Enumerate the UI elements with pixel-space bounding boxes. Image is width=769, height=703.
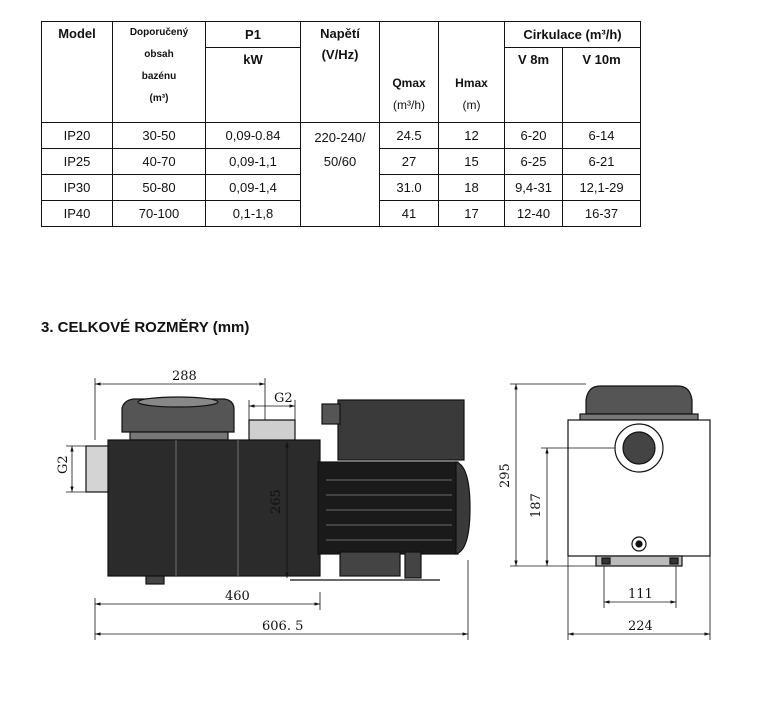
header-hmax: Hmax (m): [438, 21, 505, 123]
dim-g2-outlet: G2: [274, 391, 293, 406]
cell-model: IP20: [41, 122, 113, 149]
cell-v8: 6-20: [504, 122, 563, 149]
table-row: IP25 40-70 0,09-1,1 27 15 6-25 6-21: [41, 148, 641, 175]
header-volume: Doporučený obsah bazénu (m³): [112, 21, 206, 123]
header-circulation: Cirkulace (m³/h): [504, 21, 641, 48]
cell-qmax: 24.5: [379, 122, 439, 149]
header-voltage-label: Napětí: [320, 26, 360, 41]
cell-model: IP40: [41, 200, 113, 227]
header-v10: V 10m: [562, 47, 641, 123]
cell-voltage: 220-240/ 50/60: [300, 122, 380, 227]
header-hmax-label: Hmax: [455, 76, 488, 90]
strainer-lid: [121, 398, 235, 433]
header-qmax-unit: (m³/h): [393, 98, 425, 112]
table-row: IP40 70-100 0,1-1,8 41 17 12-40 16-37: [41, 200, 641, 227]
cell-qmax: 31.0: [379, 174, 439, 201]
cell-volume: 70-100: [112, 200, 206, 227]
spec-table: Model Doporučený obsah bazénu (m³) P1 Na…: [41, 21, 641, 227]
table-row: IP20 30-50 0,09-0.84 220-240/ 50/60 24.5…: [41, 122, 641, 227]
cell-model: IP30: [41, 174, 113, 201]
header-voltage: Napětí (V/Hz): [300, 21, 380, 123]
cell-volume: 40-70: [112, 148, 206, 175]
dim-295: 295: [498, 463, 513, 488]
cell-hmax: 17: [438, 200, 505, 227]
cell-v8: 12-40: [504, 200, 563, 227]
dimension-drawing: 288 G2 G2 265 460 606. 5 295 187 111 224: [56, 369, 711, 640]
dim-111: 111: [628, 587, 653, 602]
cell-v10: 6-21: [562, 148, 641, 175]
header-p1-unit: kW: [205, 47, 301, 123]
cell-hmax: 15: [438, 148, 505, 175]
outlet-pipe: [248, 419, 296, 443]
dim-g2-inlet: G2: [56, 455, 71, 474]
cell-p1: 0,09-1,1: [205, 148, 301, 175]
section-title: 3. CELKOVÉ ROZMĚRY (mm): [41, 319, 250, 336]
table-row: IP30 50-80 0,09-1,4 31.0 18 9,4-31 12,1-…: [41, 174, 641, 201]
dim-187: 187: [529, 493, 544, 518]
motor-foot: [339, 551, 401, 577]
cell-v10: 16-37: [562, 200, 641, 227]
cell-p1: 0,09-1,4: [205, 174, 301, 201]
cell-qmax: 27: [379, 148, 439, 175]
dim-265: 265: [269, 489, 284, 514]
cell-v8: 9,4-31: [504, 174, 563, 201]
cell-v10: 6-14: [562, 122, 641, 149]
motor-housing: [317, 461, 459, 555]
cell-volume: 50-80: [112, 174, 206, 201]
cell-model: IP25: [41, 148, 113, 175]
cell-hmax: 12: [438, 122, 505, 149]
header-p1: P1: [205, 21, 301, 48]
front-base: [595, 555, 683, 567]
dim-606: 606. 5: [262, 619, 303, 634]
header-volume-line: bazénu: [141, 71, 177, 82]
cell-voltage-line: 50/60: [323, 154, 357, 169]
front-view: [567, 385, 711, 567]
header-volume-line: obsah: [144, 49, 174, 60]
header-volume-line: (m³): [149, 93, 169, 104]
inlet-pipe: [85, 445, 109, 493]
drain-plug: [145, 575, 165, 585]
cell-qmax: 41: [379, 200, 439, 227]
header-volume-line: Doporučený: [129, 27, 189, 38]
header-qmax-label: Qmax: [392, 76, 426, 90]
terminal-box: [337, 399, 465, 461]
cell-p1: 0,09-0.84: [205, 122, 301, 149]
cell-p1: 0,1-1,8: [205, 200, 301, 227]
cell-v10: 12,1-29: [562, 174, 641, 201]
header-v8: V 8m: [504, 47, 563, 123]
dim-460: 460: [225, 589, 250, 604]
dim-288: 288: [172, 369, 197, 384]
front-lid: [585, 385, 693, 415]
cell-volume: 30-50: [112, 122, 206, 149]
header-model: Model: [41, 21, 113, 123]
header-qmax: Qmax (m³/h): [379, 21, 439, 123]
cell-hmax: 18: [438, 174, 505, 201]
header-voltage-unit: (V/Hz): [321, 47, 359, 62]
pump-body: [107, 439, 321, 577]
lid-cap: [137, 396, 219, 408]
cell-voltage-line: 220-240/: [314, 130, 366, 145]
cell-v8: 6-25: [504, 148, 563, 175]
header-hmax-unit: (m): [462, 98, 481, 112]
side-view: [85, 396, 471, 585]
dim-224: 224: [628, 619, 653, 634]
